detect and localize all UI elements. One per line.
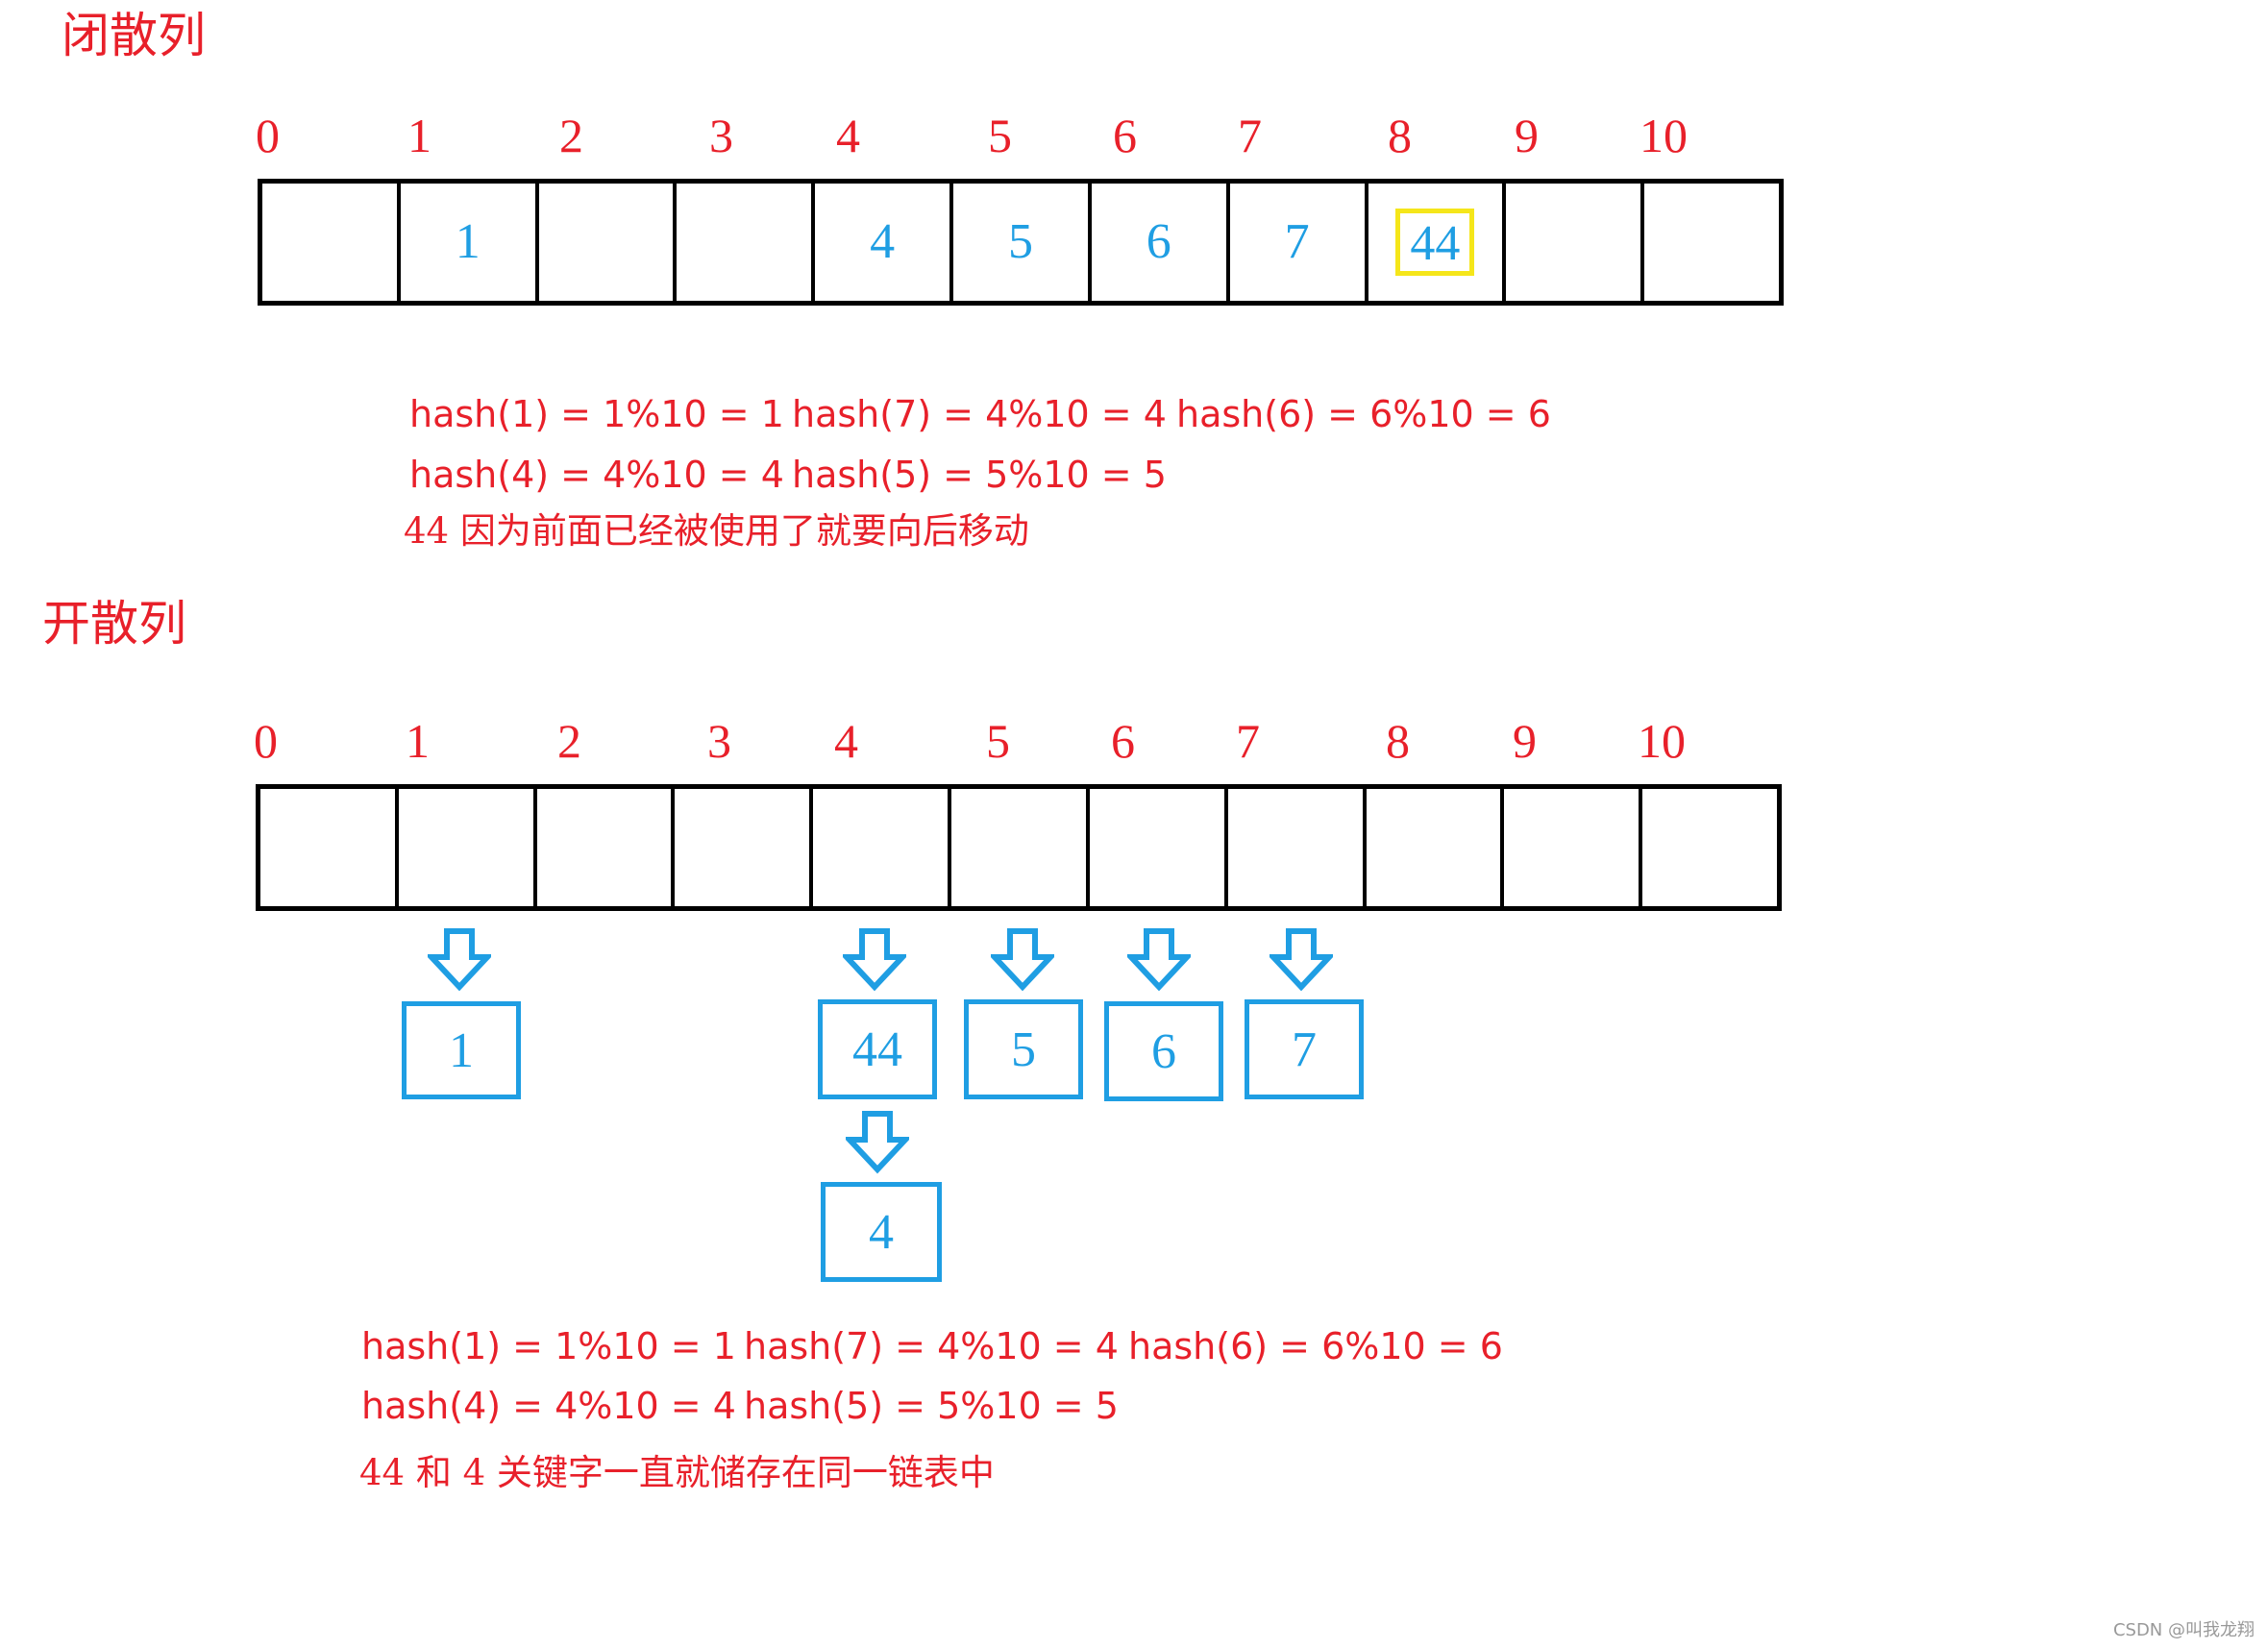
open-index: 10 [1638, 714, 1686, 768]
open-index: 2 [557, 714, 581, 768]
open-bucket-7 [1228, 789, 1367, 906]
open-bucket-3 [675, 789, 814, 906]
open-formula: hash(4) = 4%10 = 4 [361, 1385, 736, 1427]
closed-cell-5: 5 [953, 184, 1092, 301]
closed-cell-1: 1 [401, 184, 539, 301]
chain-node: 6 [1104, 1001, 1223, 1101]
cell-value: 1 [455, 214, 481, 269]
chain-node: 7 [1245, 999, 1364, 1099]
chain-node: 44 [818, 999, 937, 1099]
closed-hash-title: 闭散列 [62, 8, 206, 63]
down-arrow-icon [991, 928, 1054, 992]
closed-formula: hash(5) = 5%10 = 5 [792, 454, 1167, 496]
open-index: 0 [254, 714, 278, 768]
closed-cell-4: 4 [815, 184, 954, 301]
down-arrow-icon [1270, 928, 1333, 992]
closed-index: 3 [709, 109, 733, 162]
open-bucket-5 [951, 789, 1090, 906]
closed-index: 7 [1238, 109, 1262, 162]
chain-node: 5 [964, 999, 1083, 1099]
open-bucket-0 [260, 789, 399, 906]
closed-index: 9 [1515, 109, 1539, 162]
closed-index: 0 [256, 109, 280, 162]
open-index: 7 [1236, 714, 1260, 768]
open-bucket-6 [1090, 789, 1228, 906]
closed-formula: hash(6) = 6%10 = 6 [1176, 393, 1551, 435]
closed-cell-2 [539, 184, 678, 301]
closed-cell-7: 7 [1230, 184, 1368, 301]
cell-value: 5 [1007, 214, 1033, 269]
watermark: CSDN @叫我龙翔 [2112, 1620, 2255, 1640]
down-arrow-icon [843, 928, 906, 992]
closed-formula: hash(4) = 4%10 = 4 [409, 454, 784, 496]
open-formula: hash(1) = 1%10 = 1 [361, 1325, 736, 1367]
closed-cell-3 [677, 184, 816, 301]
closed-formula: hash(7) = 4%10 = 4 [792, 393, 1167, 435]
closed-index: 10 [1639, 109, 1688, 162]
open-formula: hash(7) = 4%10 = 4 [744, 1325, 1119, 1367]
down-arrow-icon [846, 1111, 909, 1174]
open-index: 6 [1111, 714, 1135, 768]
closed-index: 4 [836, 109, 860, 162]
open-bucket-4 [813, 789, 952, 906]
highlighted-cell-value: 44 [1395, 209, 1475, 276]
open-hash-title: 开散列 [42, 596, 186, 652]
open-index: 9 [1513, 714, 1537, 768]
down-arrow-icon [428, 928, 491, 992]
open-bucket-2 [537, 789, 676, 906]
open-index: 8 [1386, 714, 1410, 768]
cell-value: 7 [1284, 214, 1310, 269]
open-note: 44 和 4 关键字一直就储存在同一链表中 [359, 1452, 995, 1493]
closed-index: 6 [1113, 109, 1137, 162]
open-formula: hash(6) = 6%10 = 6 [1128, 1325, 1503, 1367]
closed-note: 44 因为前面已经被使用了就要向后移动 [404, 510, 1029, 552]
open-bucket-9 [1504, 789, 1643, 906]
open-bucket-1 [399, 789, 537, 906]
closed-cell-8: 44 [1368, 184, 1507, 301]
open-bucket-10 [1642, 789, 1777, 906]
closed-index: 8 [1388, 109, 1412, 162]
closed-hash-table: 1 4 5 6 7 44 [258, 179, 1784, 306]
chain-node: 1 [402, 1001, 521, 1099]
closed-index: 2 [559, 109, 583, 162]
open-index: 3 [707, 714, 731, 768]
open-index: 1 [406, 714, 430, 768]
closed-index: 1 [407, 109, 431, 162]
cell-value: 6 [1146, 214, 1171, 269]
closed-cell-10 [1644, 184, 1779, 301]
closed-cell-6: 6 [1092, 184, 1230, 301]
cell-value: 4 [870, 214, 896, 269]
open-bucket-8 [1367, 789, 1505, 906]
open-formula: hash(5) = 5%10 = 5 [744, 1385, 1119, 1427]
closed-cell-9 [1506, 184, 1645, 301]
closed-cell-0 [262, 184, 401, 301]
open-hash-table [256, 784, 1782, 911]
closed-formula: hash(1) = 1%10 = 1 [409, 393, 784, 435]
closed-index: 5 [988, 109, 1012, 162]
open-index: 5 [986, 714, 1010, 768]
open-index: 4 [834, 714, 858, 768]
chain-node: 4 [821, 1182, 942, 1282]
down-arrow-icon [1127, 928, 1191, 992]
